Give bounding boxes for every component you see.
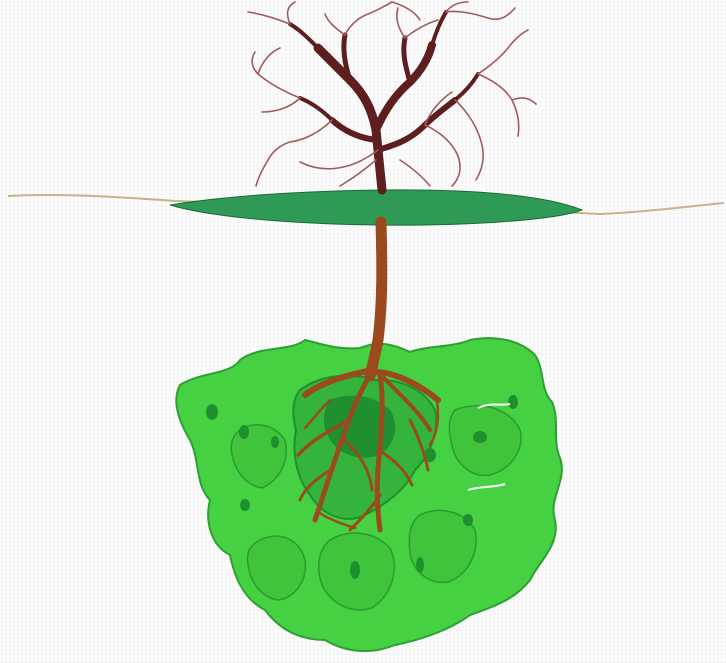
- root-foliage: [176, 338, 562, 651]
- bare-tree: [248, 2, 536, 190]
